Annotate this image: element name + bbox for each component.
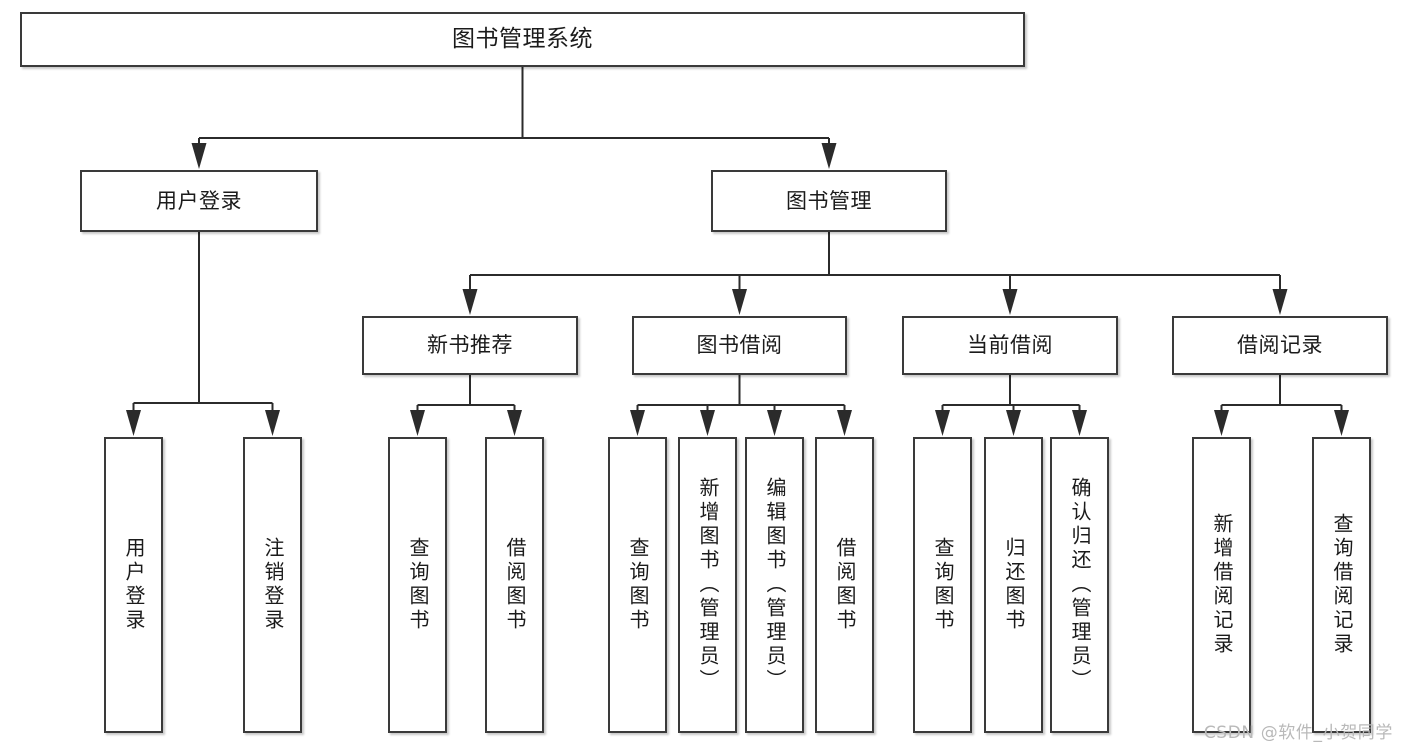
node-label: 注销登录 [261, 537, 285, 633]
node-borrow-record[interactable]: 借阅记录 [1172, 316, 1388, 375]
node-label: 用户登录 [156, 188, 242, 213]
node-leaf-borrow-book-1[interactable]: 借阅图书 [485, 437, 544, 733]
node-leaf-query-book-2[interactable]: 查询图书 [608, 437, 667, 733]
node-label: 当前借阅 [967, 333, 1053, 358]
node-label: 借阅图书 [503, 537, 527, 633]
node-leaf-edit-book[interactable]: 编辑图书（管理员） [745, 437, 804, 733]
node-label: 查询图书 [626, 537, 650, 633]
node-user-login[interactable]: 用户登录 [80, 170, 318, 232]
node-label: 查询图书 [931, 537, 955, 633]
node-label: 用户登录 [122, 537, 146, 633]
node-leaf-logout-login[interactable]: 注销登录 [243, 437, 302, 733]
node-label: 新增借阅记录 [1210, 513, 1234, 657]
node-label: 借阅图书 [833, 537, 857, 633]
node-leaf-query-book-3[interactable]: 查询图书 [913, 437, 972, 733]
node-book-borrow[interactable]: 图书借阅 [632, 316, 847, 375]
node-book-manage[interactable]: 图书管理 [711, 170, 947, 232]
node-label: 编辑图书（管理员） [763, 477, 787, 693]
node-leaf-query-record[interactable]: 查询借阅记录 [1312, 437, 1371, 733]
node-label: 图书管理 [786, 188, 872, 213]
node-leaf-borrow-book-2[interactable]: 借阅图书 [815, 437, 874, 733]
node-label: 新增图书（管理员） [696, 477, 720, 693]
node-leaf-add-record[interactable]: 新增借阅记录 [1192, 437, 1251, 733]
node-label: 图书借阅 [696, 333, 783, 358]
node-label: 确认归还（管理员） [1068, 477, 1092, 693]
node-current-borrow[interactable]: 当前借阅 [902, 316, 1118, 375]
node-label: 图书管理系统 [452, 26, 593, 53]
node-label: 新书推荐 [427, 333, 513, 358]
node-leaf-return-book[interactable]: 归还图书 [984, 437, 1043, 733]
watermark-label: CSDN @软件_小贺同学 [1203, 723, 1393, 743]
node-root-图书管理系统[interactable]: 图书管理系统 [20, 12, 1025, 67]
node-new-book-recommend[interactable]: 新书推荐 [362, 316, 578, 375]
node-leaf-add-book[interactable]: 新增图书（管理员） [678, 437, 737, 733]
node-label: 借阅记录 [1237, 333, 1323, 358]
node-leaf-query-book-1[interactable]: 查询图书 [388, 437, 447, 733]
node-leaf-user-login[interactable]: 用户登录 [104, 437, 163, 733]
node-label: 查询借阅记录 [1330, 513, 1354, 657]
node-leaf-confirm-return[interactable]: 确认归还（管理员） [1050, 437, 1109, 733]
node-label: 查询图书 [406, 537, 430, 633]
node-label: 归还图书 [1002, 537, 1026, 633]
